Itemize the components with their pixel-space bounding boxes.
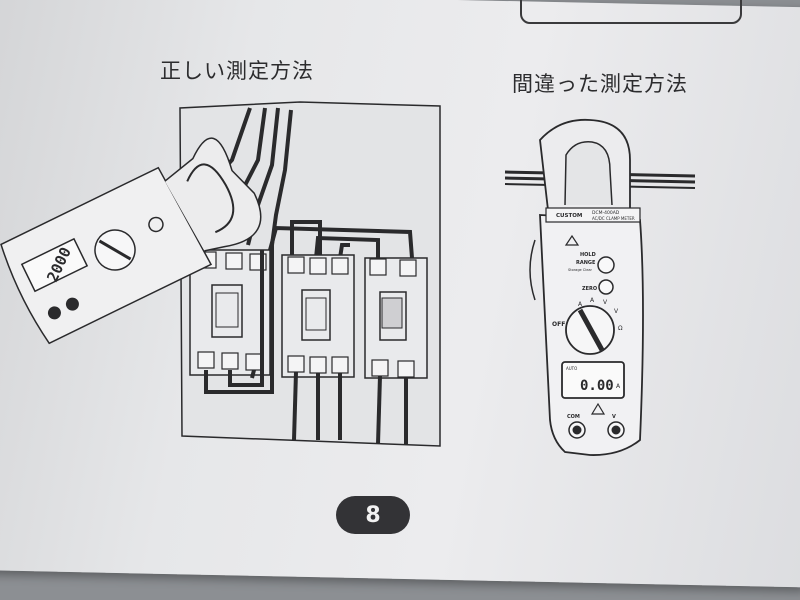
model-label: DCM-400AD — [592, 210, 620, 216]
heading-wrong-method: 間違った測定方法 — [512, 72, 688, 96]
dial-label-v2: V — [614, 308, 619, 315]
breaker-lever — [211, 284, 243, 338]
load-wire — [228, 250, 264, 387]
page-number-badge: 8 — [336, 496, 410, 534]
load-wire — [204, 245, 274, 394]
lcd-display — [20, 237, 89, 293]
lcd-display — [561, 361, 625, 399]
brand-label: CUSTOM — [556, 213, 582, 219]
correct-clamp-meter — [0, 137, 262, 345]
breaker-lever — [381, 297, 403, 329]
breaker-lever — [305, 297, 327, 331]
wrong-clamp-meter — [504, 118, 696, 456]
v-label: V — [612, 414, 616, 420]
warning-icon — [564, 234, 580, 246]
dial-label-a2: A — [590, 297, 595, 304]
bus-wire — [338, 243, 350, 259]
zero-button — [598, 279, 614, 295]
reading-unit: A — [616, 383, 621, 390]
dial-pointer — [577, 308, 605, 352]
range-sub-label: Storage Clear — [568, 268, 593, 272]
heading-correct-method: 正しい測定方法 — [160, 59, 314, 83]
bus-wire — [268, 225, 414, 259]
load-wire — [250, 369, 256, 379]
clamp-jaw — [164, 137, 262, 252]
hold-label: HOLD — [580, 252, 596, 258]
breaker-lever — [215, 292, 239, 328]
range-button — [597, 256, 615, 274]
hold-button — [148, 216, 164, 233]
terminal-com — [47, 306, 61, 320]
warning-icon — [590, 402, 606, 415]
wrong-meter-reading: 0.00 — [580, 378, 614, 394]
load-wire — [292, 371, 298, 441]
subtitle-label: AC/DC CLAMP METER — [592, 216, 635, 221]
dial-label-a1: A — [578, 301, 583, 308]
breaker-lever — [379, 291, 407, 341]
load-wire — [376, 375, 382, 445]
clamp-jaw-inner — [564, 141, 613, 206]
breaker-lever — [301, 289, 331, 341]
bus-wire — [314, 235, 380, 259]
dial-off-label: OFF — [552, 321, 565, 328]
clamp-jaw-inner — [186, 163, 235, 234]
meter-grip — [529, 239, 536, 301]
dial-label-v1: V — [603, 299, 608, 306]
dial-label-ohm: Ω — [618, 325, 623, 332]
auto-tag: AUTO — [566, 366, 577, 371]
zero-label: ZERO — [582, 286, 597, 292]
top-note-box — [520, 0, 742, 24]
com-label: COM — [567, 414, 580, 420]
brand-strip — [545, 207, 641, 223]
terminal-v — [65, 297, 79, 311]
range-label: RANGE — [576, 260, 596, 266]
